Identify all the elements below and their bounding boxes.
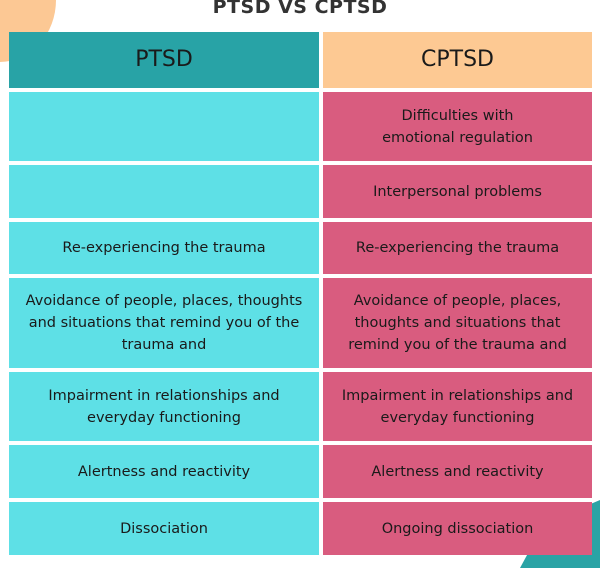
cptsd-cell: Ongoing dissociation	[323, 502, 592, 555]
ptsd-cell: Impairment in relationships and everyday…	[9, 372, 319, 441]
ptsd-cell: Alertness and reactivity	[9, 445, 319, 498]
cptsd-cell: Difficulties with emotional regulation	[323, 92, 592, 161]
cptsd-cell: Impairment in relationships and everyday…	[323, 372, 592, 441]
cptsd-cell: Interpersonal problems	[323, 165, 592, 218]
ptsd-cell: Avoidance of people, places, thoughts an…	[9, 278, 319, 368]
header-cptsd: CPTSD	[323, 32, 592, 88]
ptsd-cell	[9, 92, 319, 161]
ptsd-cell: Re-experiencing the trauma	[9, 222, 319, 274]
ptsd-cell	[9, 165, 319, 218]
page-title: PTSD VS CPTSD	[212, 0, 388, 18]
cptsd-cell: Re-experiencing the trauma	[323, 222, 592, 274]
header-ptsd: PTSD	[9, 32, 319, 88]
ptsd-cell: Dissociation	[9, 502, 319, 555]
cptsd-cell: Alertness and reactivity	[323, 445, 592, 498]
cptsd-cell: Avoidance of people, places, thoughts an…	[323, 278, 592, 368]
